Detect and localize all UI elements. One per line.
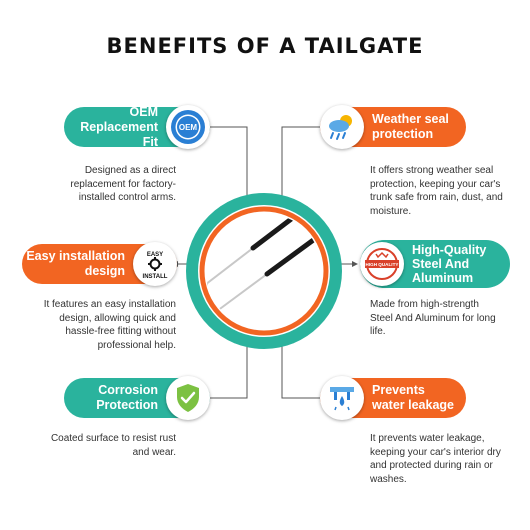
benefit-steel-pill: HIGH QUALITY High-Quality Steel And Alum… bbox=[360, 240, 510, 288]
connector-corrosion bbox=[208, 330, 248, 399]
benefit-corrosion-title: Corrosion Protection bbox=[96, 383, 158, 412]
benefit-corrosion-desc: Coated surface to resist rust and wear. bbox=[50, 433, 176, 458]
easy-install-icon: EASY INSTALL bbox=[133, 242, 177, 286]
benefit-corrosion-pill: Corrosion Protection bbox=[64, 376, 210, 420]
benefit-leak-pill: Prevents water leakage bbox=[320, 376, 466, 420]
benefit-leak-title: Prevents water leakage bbox=[372, 383, 454, 412]
benefit-oem-desc: Designed as a direct replacement for fac… bbox=[70, 165, 176, 203]
benefit-install-pill: Easy installation design EASY INSTALL bbox=[22, 242, 177, 286]
weather-icon bbox=[320, 105, 364, 149]
shield-check-icon bbox=[166, 376, 210, 420]
benefit-leak-desc: It prevents water leakage, keeping your … bbox=[370, 433, 501, 485]
benefit-weather-desc: It offers strong weather seal protection… bbox=[370, 165, 503, 217]
benefit-weather-title: Weather seal protection bbox=[372, 112, 449, 141]
connector-oem bbox=[208, 126, 248, 200]
high-quality-stamp-icon: HIGH QUALITY bbox=[360, 242, 404, 286]
benefit-steel-desc: Made from high-strength Steel And Alumin… bbox=[370, 299, 496, 337]
svg-text:INSTALL: INSTALL bbox=[143, 274, 168, 280]
page-title: BENEFITS OF A TAILGATE bbox=[106, 34, 424, 58]
benefit-weather-pill: Weather seal protection bbox=[320, 105, 466, 149]
svg-text:OEM: OEM bbox=[179, 123, 198, 132]
connector-weather bbox=[281, 126, 322, 200]
svg-text:EASY: EASY bbox=[147, 252, 163, 258]
benefit-steel-title: High-Quality Steel And Aluminum bbox=[412, 243, 487, 285]
water-leak-icon bbox=[320, 376, 364, 420]
benefit-install-title: Easy installation design bbox=[26, 249, 125, 278]
svg-text:HIGH QUALITY: HIGH QUALITY bbox=[366, 262, 399, 267]
oem-seal-icon: OEM bbox=[166, 105, 210, 149]
tailgate-strut-image bbox=[183, 190, 345, 352]
benefit-install-desc: It features an easy installation design,… bbox=[43, 299, 176, 351]
benefit-oem-title: OEM Replacement Fit bbox=[80, 104, 158, 149]
benefit-oem-pill: OEM Replacement Fit OEM bbox=[64, 104, 210, 149]
connector-leak bbox=[281, 330, 322, 399]
